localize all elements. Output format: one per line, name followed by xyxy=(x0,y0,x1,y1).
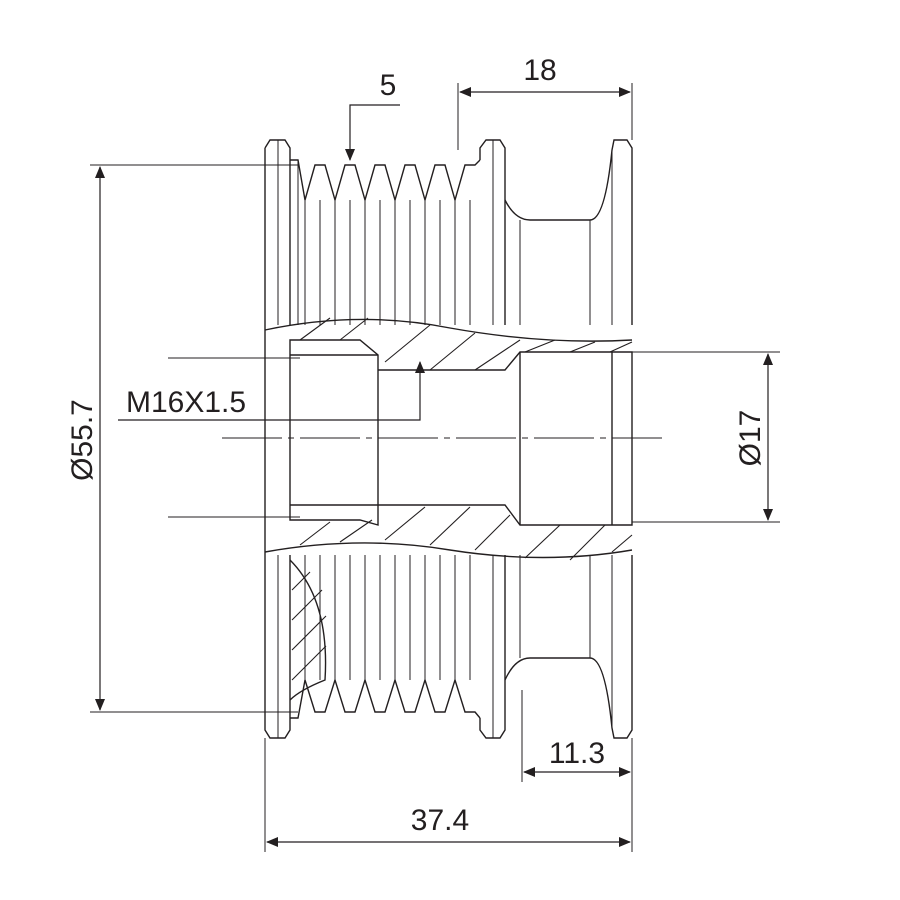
label-overall-width: 37.4 xyxy=(411,804,469,837)
section-hatching xyxy=(291,317,633,681)
label-outer-diameter: Ø55.7 xyxy=(66,399,99,481)
dim-thread xyxy=(118,361,425,421)
label-bore-diameter: Ø17 xyxy=(734,410,767,467)
pulley-body xyxy=(264,139,633,739)
dim-flange-width xyxy=(521,690,631,782)
dim-hub-width xyxy=(457,83,633,150)
dim-overall-width xyxy=(264,738,633,852)
label-thread: M16X1.5 xyxy=(126,386,246,419)
label-flange-width: 11.3 xyxy=(549,737,605,770)
dim-bore-diameter xyxy=(632,351,780,523)
label-hub-width: 18 xyxy=(523,54,556,87)
dim-groove-pitch xyxy=(345,104,400,161)
dim-outer-diameter xyxy=(90,164,298,713)
label-groove-pitch: 5 xyxy=(380,69,397,102)
